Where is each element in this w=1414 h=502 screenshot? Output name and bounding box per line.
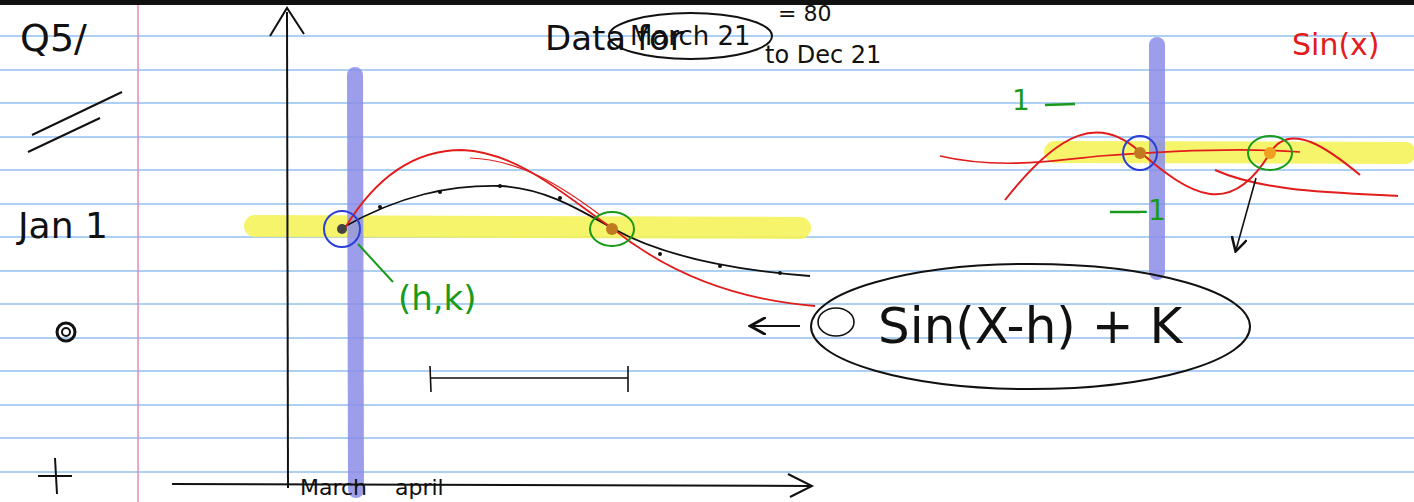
handwritten-note: March xyxy=(300,476,367,500)
handwritten-note: april xyxy=(395,476,444,500)
handwritten-note: Jan 1 xyxy=(18,206,108,246)
handwritten-note: (h,k) xyxy=(398,280,477,317)
handwritten-note: = 80 xyxy=(778,2,831,26)
handwritten-note: 1 xyxy=(1012,86,1030,117)
handwritten-note: -1 xyxy=(1138,196,1166,227)
handwritten-note: Sin(x) xyxy=(1292,28,1380,61)
expression-text: March 21 xyxy=(630,22,751,51)
handwritten-note: to Dec 21 xyxy=(765,42,881,68)
circled-expression: Sin(X-h) + K xyxy=(809,262,1252,391)
handwritten-note: Q5/ xyxy=(20,18,87,60)
circled-expression: March 21 xyxy=(607,11,774,61)
expression-text: Sin(X-h) + K xyxy=(878,299,1182,354)
